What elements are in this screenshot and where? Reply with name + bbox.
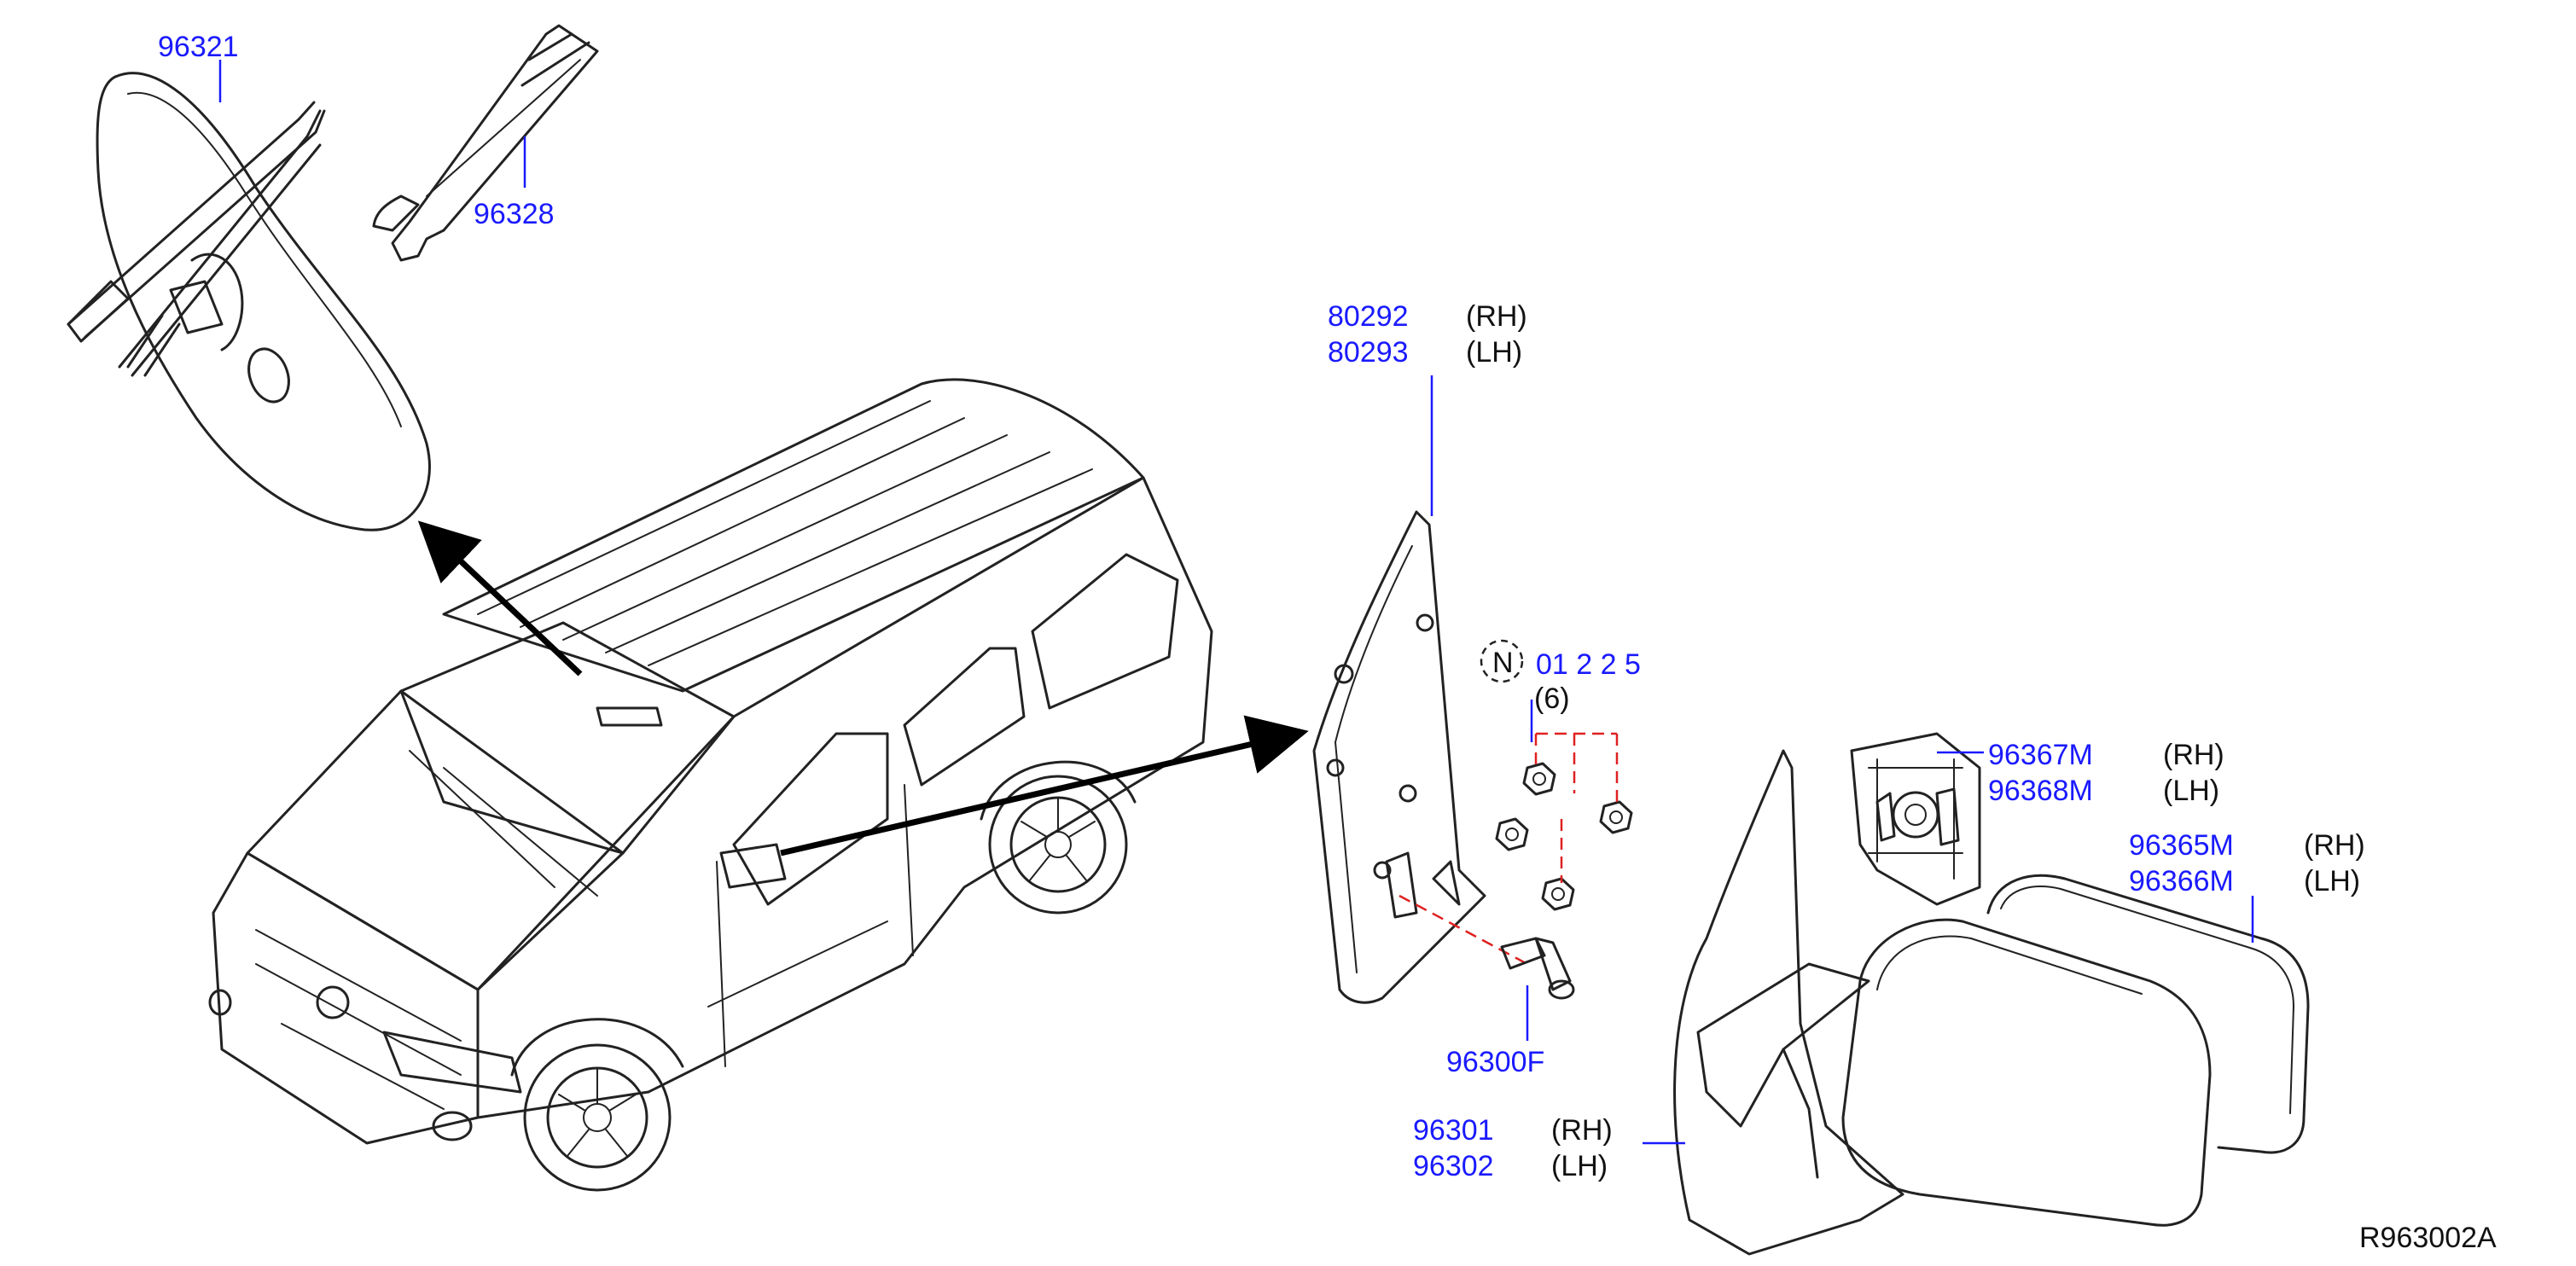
arrow-to-inside-mirror [417, 520, 583, 677]
label-96302: 96302 [1413, 1150, 1494, 1182]
mirror-clip-illustration [372, 24, 599, 262]
label-96368m-side: (LH) [2163, 775, 2219, 807]
label-80292: 80292 [1328, 300, 1409, 333]
label-96321: 96321 [158, 31, 239, 63]
label-nut-code: 01 2 2 5 [1536, 648, 1641, 681]
label-96366m-side: (LH) [2304, 865, 2360, 897]
diagram-reference-code: R963002A [2359, 1222, 2497, 1254]
label-96301: 96301 [1413, 1114, 1494, 1147]
mirror-actuator-illustration [1850, 732, 1981, 906]
label-96367m: 96367M [1988, 739, 2093, 771]
label-96365m: 96365M [2129, 829, 2234, 862]
arrow-to-door-mirror [780, 715, 1309, 857]
label-96365m-side: (RH) [2304, 829, 2365, 862]
label-nut-quantity: (6) [1534, 682, 1570, 715]
label-80293: 80293 [1328, 336, 1409, 369]
label-80292-side: (RH) [1466, 300, 1527, 333]
label-96368m: 96368M [1988, 775, 2093, 807]
door-mirror-assembly-illustration [1673, 749, 2212, 1256]
label-96328: 96328 [474, 198, 555, 230]
nut-group [1495, 762, 1633, 911]
circled-letter-icon [1480, 639, 1524, 683]
mirror-glass-illustration [1986, 874, 2310, 1154]
label-96366m: 96366M [2129, 865, 2234, 897]
label-80293-side: (LH) [1466, 336, 1522, 369]
clip-fastener-illustration [1500, 937, 1575, 1000]
label-96300f: 96300F [1446, 1046, 1544, 1078]
nut-spec-marker: N [1480, 639, 1524, 683]
suv-vehicle-illustration [208, 378, 1213, 1192]
nut-symbol-letter: N [1492, 647, 1514, 679]
inside-mirror-illustration [67, 72, 431, 531]
label-96301-side: (RH) [1551, 1114, 1613, 1147]
corner-finisher-illustration [1312, 510, 1486, 1004]
label-96302-side: (LH) [1551, 1150, 1608, 1182]
label-96367m-side: (RH) [2163, 739, 2224, 771]
